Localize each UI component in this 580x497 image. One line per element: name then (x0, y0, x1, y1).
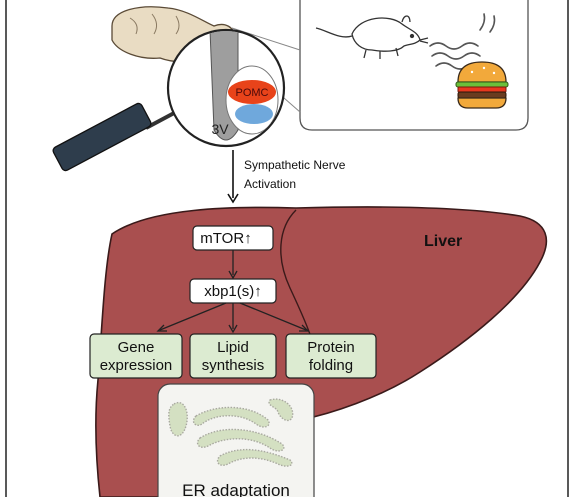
burger-icon (455, 61, 509, 109)
protein-folding-line1: Protein (307, 339, 355, 356)
protein-folding-box (285, 333, 377, 379)
smell-lines (429, 13, 496, 70)
er-icon (168, 398, 294, 467)
er-panel (157, 383, 315, 497)
lipid-synthesis-line1: Lipid (217, 339, 249, 356)
third-ventricle-label: 3V (211, 121, 229, 137)
pathway-arrowhead (227, 193, 239, 204)
blue-region (235, 104, 273, 124)
liver-label: Liver (424, 233, 462, 250)
pomc-region (228, 80, 276, 104)
lipid-synthesis-box (189, 333, 277, 379)
mouse-icon (315, 15, 429, 59)
er-adaptation-label: ER adaptation (182, 481, 290, 497)
magnifier-lens (166, 28, 286, 148)
lipid-synthesis-line2: synthesis (202, 357, 265, 374)
xbp1-label: xbp1(s)↑ (204, 283, 262, 300)
gene-expression-box (89, 333, 183, 379)
magnifier-icon (52, 102, 177, 172)
arrowhead-mtor-xbp1 (228, 270, 238, 280)
pathway-label-line1: Sympathetic Nerve (244, 158, 346, 172)
gene-expression-line2: expression (100, 357, 173, 374)
pathway-label-line2: Activation (244, 177, 296, 191)
gene-expression-line1: Gene (118, 339, 155, 356)
mtor-label: mTOR↑ (200, 230, 251, 247)
branch-arrows (156, 302, 310, 334)
protein-folding-line2: folding (309, 357, 353, 374)
pomc-label: POMC (236, 87, 269, 99)
